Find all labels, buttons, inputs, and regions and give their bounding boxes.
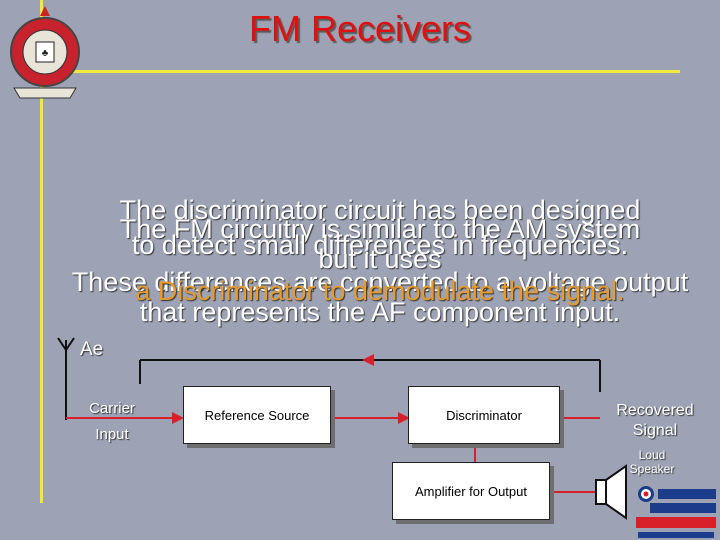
reference-source-label: Reference Source xyxy=(204,407,310,423)
amplifier-block: Amplifier for Output xyxy=(392,462,550,520)
accent-horizontal-stripe xyxy=(40,70,680,73)
accent-vertical-stripe xyxy=(40,0,43,503)
text-line-1: The discriminator circuit has been desig… xyxy=(119,195,641,225)
raf-air-cadets-logo xyxy=(636,486,716,538)
recovered-label-1: Recovered xyxy=(616,402,694,419)
text-line-4: that represents the AF component input. xyxy=(139,297,621,327)
reference-source-block: Reference Source xyxy=(183,386,331,444)
speaker-label-2: Speaker xyxy=(629,462,675,476)
antenna-label: Ae xyxy=(80,339,104,360)
recovered-label-2: Signal xyxy=(632,422,678,439)
speaker-label-1: Loud xyxy=(638,448,666,462)
text-line-3: These differences are converted to a vol… xyxy=(71,267,689,297)
carrier-label-2: Input xyxy=(95,426,129,443)
text-line-2: to detect small differences in frequenci… xyxy=(131,230,629,260)
amplifier-label: Amplifier for Output xyxy=(415,483,527,499)
carrier-label-1: Carrier xyxy=(89,400,135,417)
loud-speaker-icon xyxy=(595,464,627,520)
text-line-2b: but it uses xyxy=(318,244,442,274)
text-line-1b: The FM circuitry is similar to the AM sy… xyxy=(119,214,641,244)
svg-text:♣: ♣ xyxy=(42,48,49,59)
discriminator-label: Discriminator xyxy=(446,407,522,423)
page-title: FM Receivers xyxy=(248,8,472,49)
text-line-3b: a Discriminator to demodulate the signal… xyxy=(135,276,625,306)
discriminator-block: Discriminator xyxy=(408,386,560,444)
squadron-crest-icon: ♣ xyxy=(10,6,80,99)
